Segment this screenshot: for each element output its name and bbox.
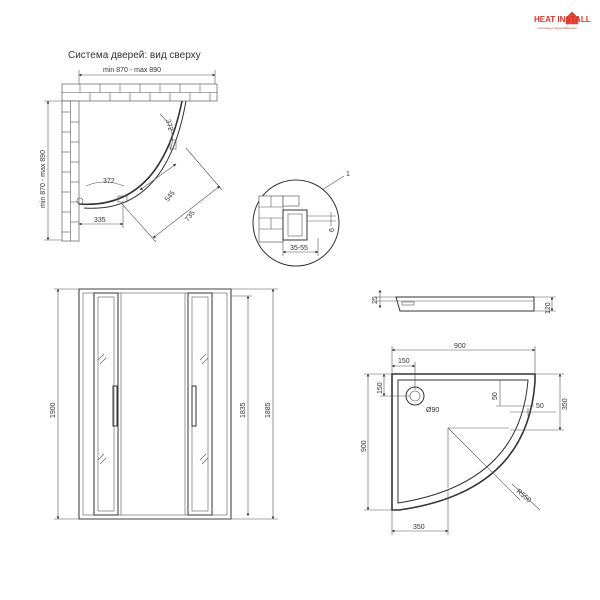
brand-logo: HEAT INSTALL отопление и водоснабжение [534,11,591,30]
tray-side-view: 25 120 [372,289,556,314]
dim-35-55: 35-55 [290,245,308,252]
dim-50-a: 50 [492,392,499,400]
brand-tagline: отопление и водоснабжение [537,26,577,30]
dim-arc-left: 372 [103,178,115,185]
top-view-title: Система дверей: вид сверху [68,50,201,61]
dim-900-top: 900 [454,343,466,350]
dim-545: 545 [164,190,177,204]
dim-350-right: 350 [562,398,569,410]
dim-735: 735 [184,210,197,224]
dim-1835: 1835 [240,402,247,418]
house-icon [565,11,579,25]
dim-350-bottom: 350 [413,524,425,531]
dim-6: 6 [329,228,336,232]
dim-335: 335 [94,217,106,224]
detail-view: 1 6 35-55 [252,171,350,267]
drain-label: Ø90 [426,407,439,414]
brand-name: HEAT INSTALL [534,15,591,24]
dim-50-b: 50 [536,403,544,410]
dim-height-label: min 870 - max 890 [40,150,47,208]
dim-width-label: min 870 - max 890 [103,67,161,74]
tray-top-view: Ø90 900 150 150 900 50 50 350 350 R550 [361,343,569,535]
detail-callout: 1 [346,171,350,178]
dim-r550: R550 [515,488,532,504]
top-wall [61,83,218,102]
front-view-diagram: 1900 1835 1885 [50,288,278,520]
dim-120: 120 [545,302,552,314]
dim-150-left: 150 [377,382,384,394]
left-wall [61,100,80,242]
dim-1885: 1885 [265,402,272,418]
dim-arc-top: 372 [164,119,174,132]
dim-900-left: 900 [361,440,368,452]
dim-25: 25 [372,296,379,304]
dim-150-top: 150 [398,358,410,365]
top-view-diagram: Система дверей: вид сверху min 870 - max… [40,50,223,243]
dim-1900: 1900 [50,402,57,418]
